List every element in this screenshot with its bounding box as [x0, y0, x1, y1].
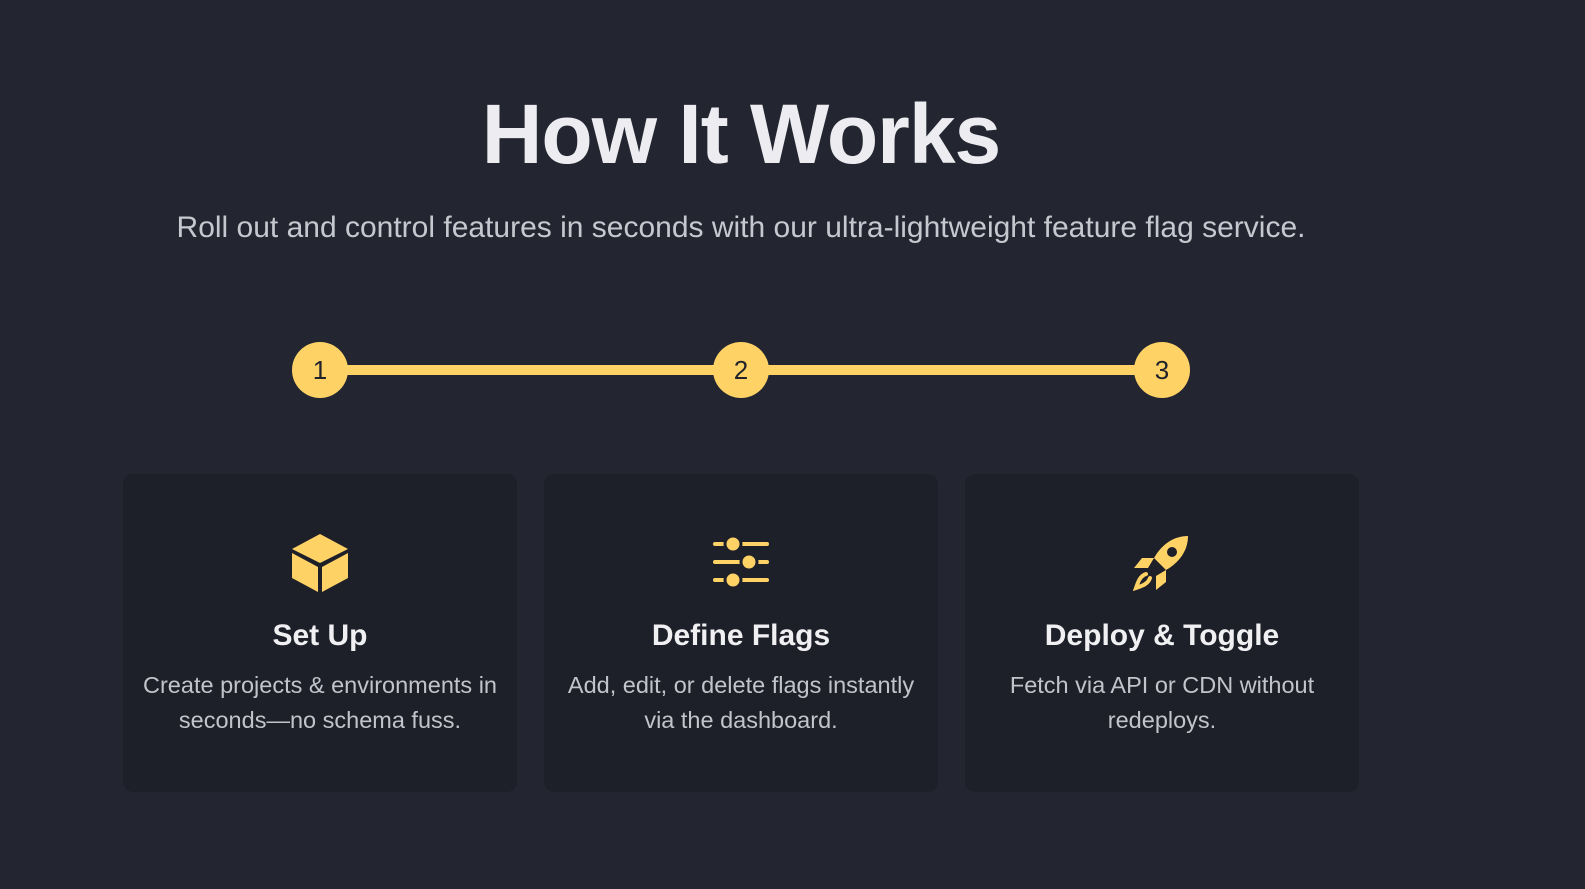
card-description: Create projects & environments in second…: [143, 672, 497, 733]
card-description: Fetch via API or CDN without redeploys.: [1009, 672, 1315, 733]
step-marker-3: 3: [1134, 342, 1190, 398]
step-card-define-flags: Define Flags Add, edit, or delete flags …: [544, 474, 938, 792]
step-card-set-up: Set Up Create projects & environments in…: [123, 474, 517, 792]
step-card-deploy-toggle: Deploy & Toggle Fetch via API or CDN wit…: [965, 474, 1359, 792]
sliders-icon: [709, 530, 773, 594]
progress-stepper: 1 2 3: [292, 342, 1190, 398]
section-title: How It Works: [481, 87, 1002, 181]
rocket-icon: [1130, 530, 1194, 594]
step-marker-1: 1: [292, 342, 348, 398]
card-title: Set Up: [272, 619, 368, 652]
card-title: Deploy & Toggle: [1044, 619, 1280, 652]
card-description: Add, edit, or delete flags instantly via…: [567, 672, 915, 733]
section-subtitle: Roll out and control features in seconds…: [176, 211, 1306, 244]
step-marker-2: 2: [713, 342, 769, 398]
cube-icon: [288, 530, 352, 594]
card-title: Define Flags: [651, 619, 831, 652]
